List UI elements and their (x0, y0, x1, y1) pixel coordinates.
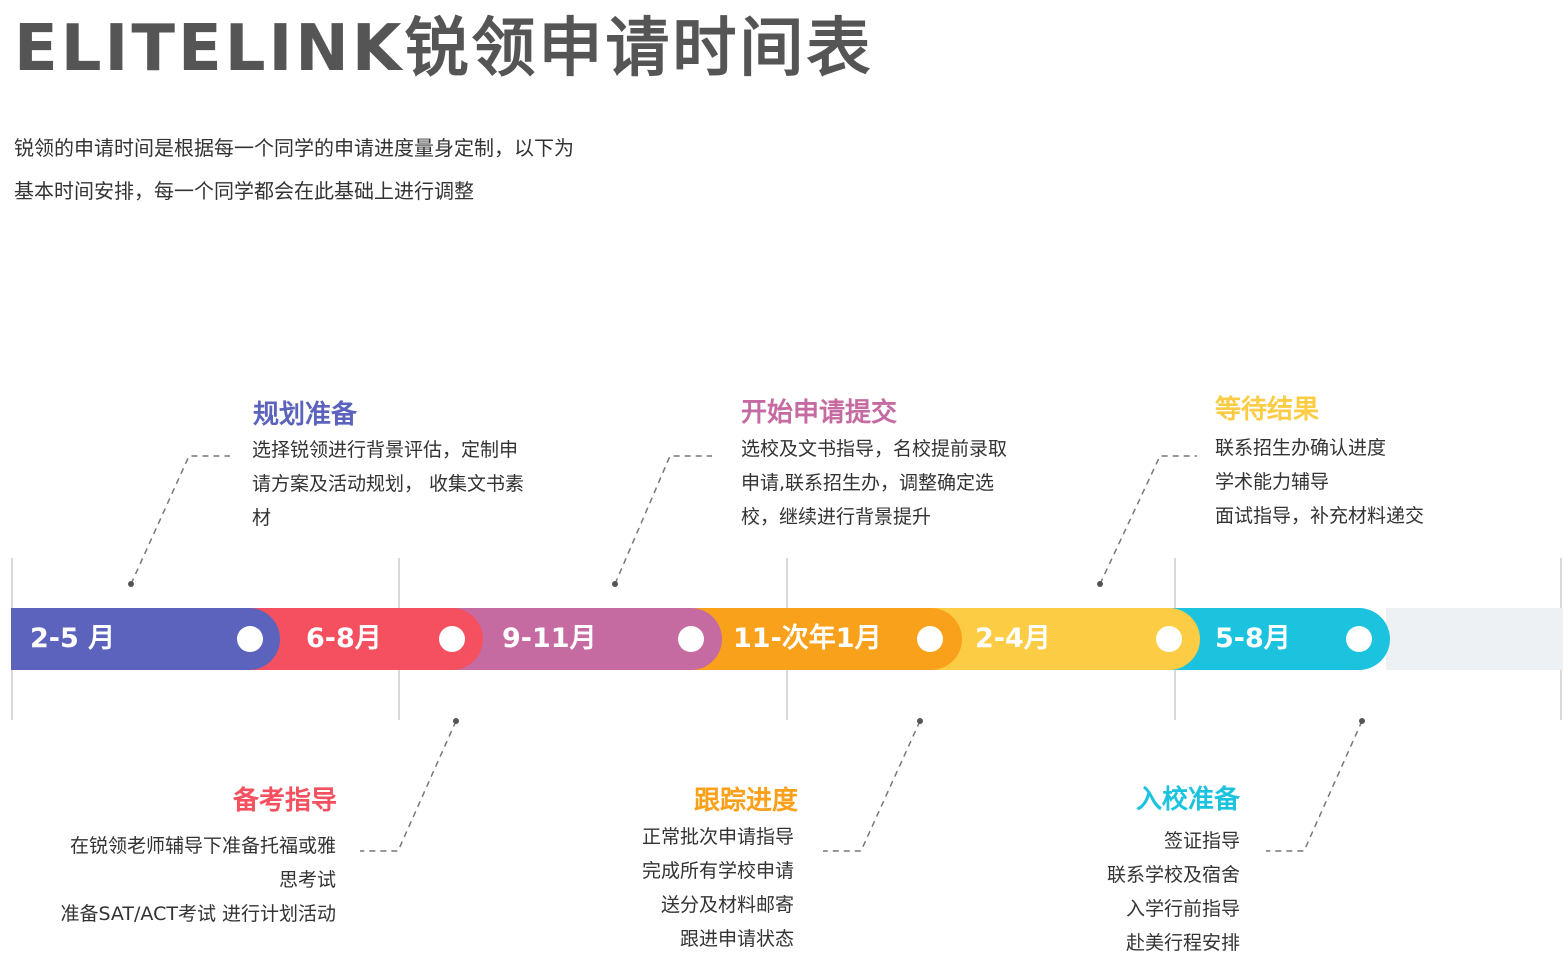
phase-description: 正常批次申请指导 完成所有学校申请 送分及材料邮寄 跟进申请状态 (642, 820, 794, 956)
segment-label: 2-4月 (975, 623, 1051, 654)
phase-description-line: 申请,联系招生办，调整确定选 (741, 472, 995, 494)
phase-description-line: 完成所有学校申请 (641, 860, 794, 882)
segment-dot (439, 626, 465, 652)
phase-description-line: 面试指导，补充材料递交 (1215, 505, 1425, 527)
phase-title-planning: 规划准备 (253, 400, 358, 430)
segment-label: 2-5 月 (30, 623, 116, 654)
phase-description-line: 思考试 (278, 869, 336, 891)
phase-title-tracking: 跟踪进度 (693, 786, 798, 816)
timeline-segment-0 (11, 608, 280, 670)
phase-description-line: 校，继续进行背景提升 (741, 506, 932, 528)
phase-description-line: 送分及材料邮寄 (660, 894, 794, 916)
leader-dot (1097, 581, 1103, 587)
leader-line (360, 720, 457, 852)
phase-description-line: 材 (252, 507, 272, 529)
leader-line (614, 455, 712, 585)
phase-title-waiting: 等待结果 (1215, 395, 1320, 425)
timeline-track (1386, 608, 1563, 670)
phase-description-line: 联系招生办确认进度 (1215, 437, 1387, 459)
phase-description-line: 学术能力辅导 (1215, 471, 1330, 493)
phase-description-line: 赴美行程安排 (1125, 932, 1240, 954)
phase-description-line: 请方案及活动规划， 收集文书素 (252, 473, 525, 495)
phase-description-line: 选校及文书指导，名校提前录取 (741, 438, 1008, 460)
intro-text-line-2: 基本时间安排，每一个同学都会在此基础上进行调整 (14, 179, 474, 203)
timeline-segment-2 (440, 608, 722, 670)
intro-text-line-1: 锐领的申请时间是根据每一个同学的申请进度量身定制，以下为 (14, 136, 574, 160)
leader-dot (917, 718, 923, 724)
leader-dot (1359, 718, 1365, 724)
segment-dot (678, 626, 704, 652)
phase-title-test-prep: 备考指导 (232, 786, 337, 816)
segment-dot (1156, 626, 1182, 652)
leader-dot (612, 581, 618, 587)
segment-label: 11-次年1月 (733, 623, 882, 654)
leader-line (823, 720, 921, 852)
phase-description-line: 准备SAT/ACT考试 进行计划活动 (60, 903, 336, 925)
segment-dot (1346, 626, 1372, 652)
phase-description: 选校及文书指导，名校提前录取 申请,联系招生办，调整确定选 校，继续进行背景提升 (741, 432, 1007, 534)
leader-dot (453, 718, 459, 724)
segment-label: 5-8月 (1215, 623, 1291, 654)
timeline-segment-3 (680, 608, 962, 670)
phase-description-line: 在锐领老师辅导下准备托福或雅 (69, 835, 336, 857)
segment-dot (917, 626, 943, 652)
phase-description: 签证指导 联系学校及宿舍 入学行前指导 赴美行程安排 (1107, 824, 1240, 960)
segment-label: 6-8月 (306, 623, 382, 654)
phase-description-line: 正常批次申请指导 (641, 826, 794, 848)
phase-description-line: 入学行前指导 (1125, 898, 1240, 920)
phase-description-line: 联系学校及宿舍 (1106, 864, 1240, 886)
phase-description: 在锐领老师辅导下准备托福或雅 思考试 准备SAT/ACT考试 进行计划活动 (60, 829, 336, 931)
leader-line (1099, 455, 1197, 585)
leader-line (130, 455, 230, 585)
phase-description-line: 签证指导 (1163, 830, 1240, 852)
phase-description-line: 选择锐领进行背景评估，定制申 (252, 439, 519, 461)
page-title: ELITELINK锐领申请时间表 (14, 12, 874, 86)
leader-line (1266, 720, 1363, 852)
phase-title-enrollment: 入校准备 (1135, 785, 1240, 815)
segment-dot (237, 626, 263, 652)
phase-description: 联系招生办确认进度 学术能力辅导 面试指导，补充材料递交 (1215, 431, 1424, 533)
segment-label: 9-11月 (502, 623, 597, 654)
phase-title-submission: 开始申请提交 (741, 398, 898, 428)
phase-description: 选择锐领进行背景评估，定制申 请方案及活动规划， 收集文书素 材 (252, 433, 524, 535)
leader-dot (128, 581, 134, 587)
phase-description-line: 跟进申请状态 (679, 928, 794, 950)
